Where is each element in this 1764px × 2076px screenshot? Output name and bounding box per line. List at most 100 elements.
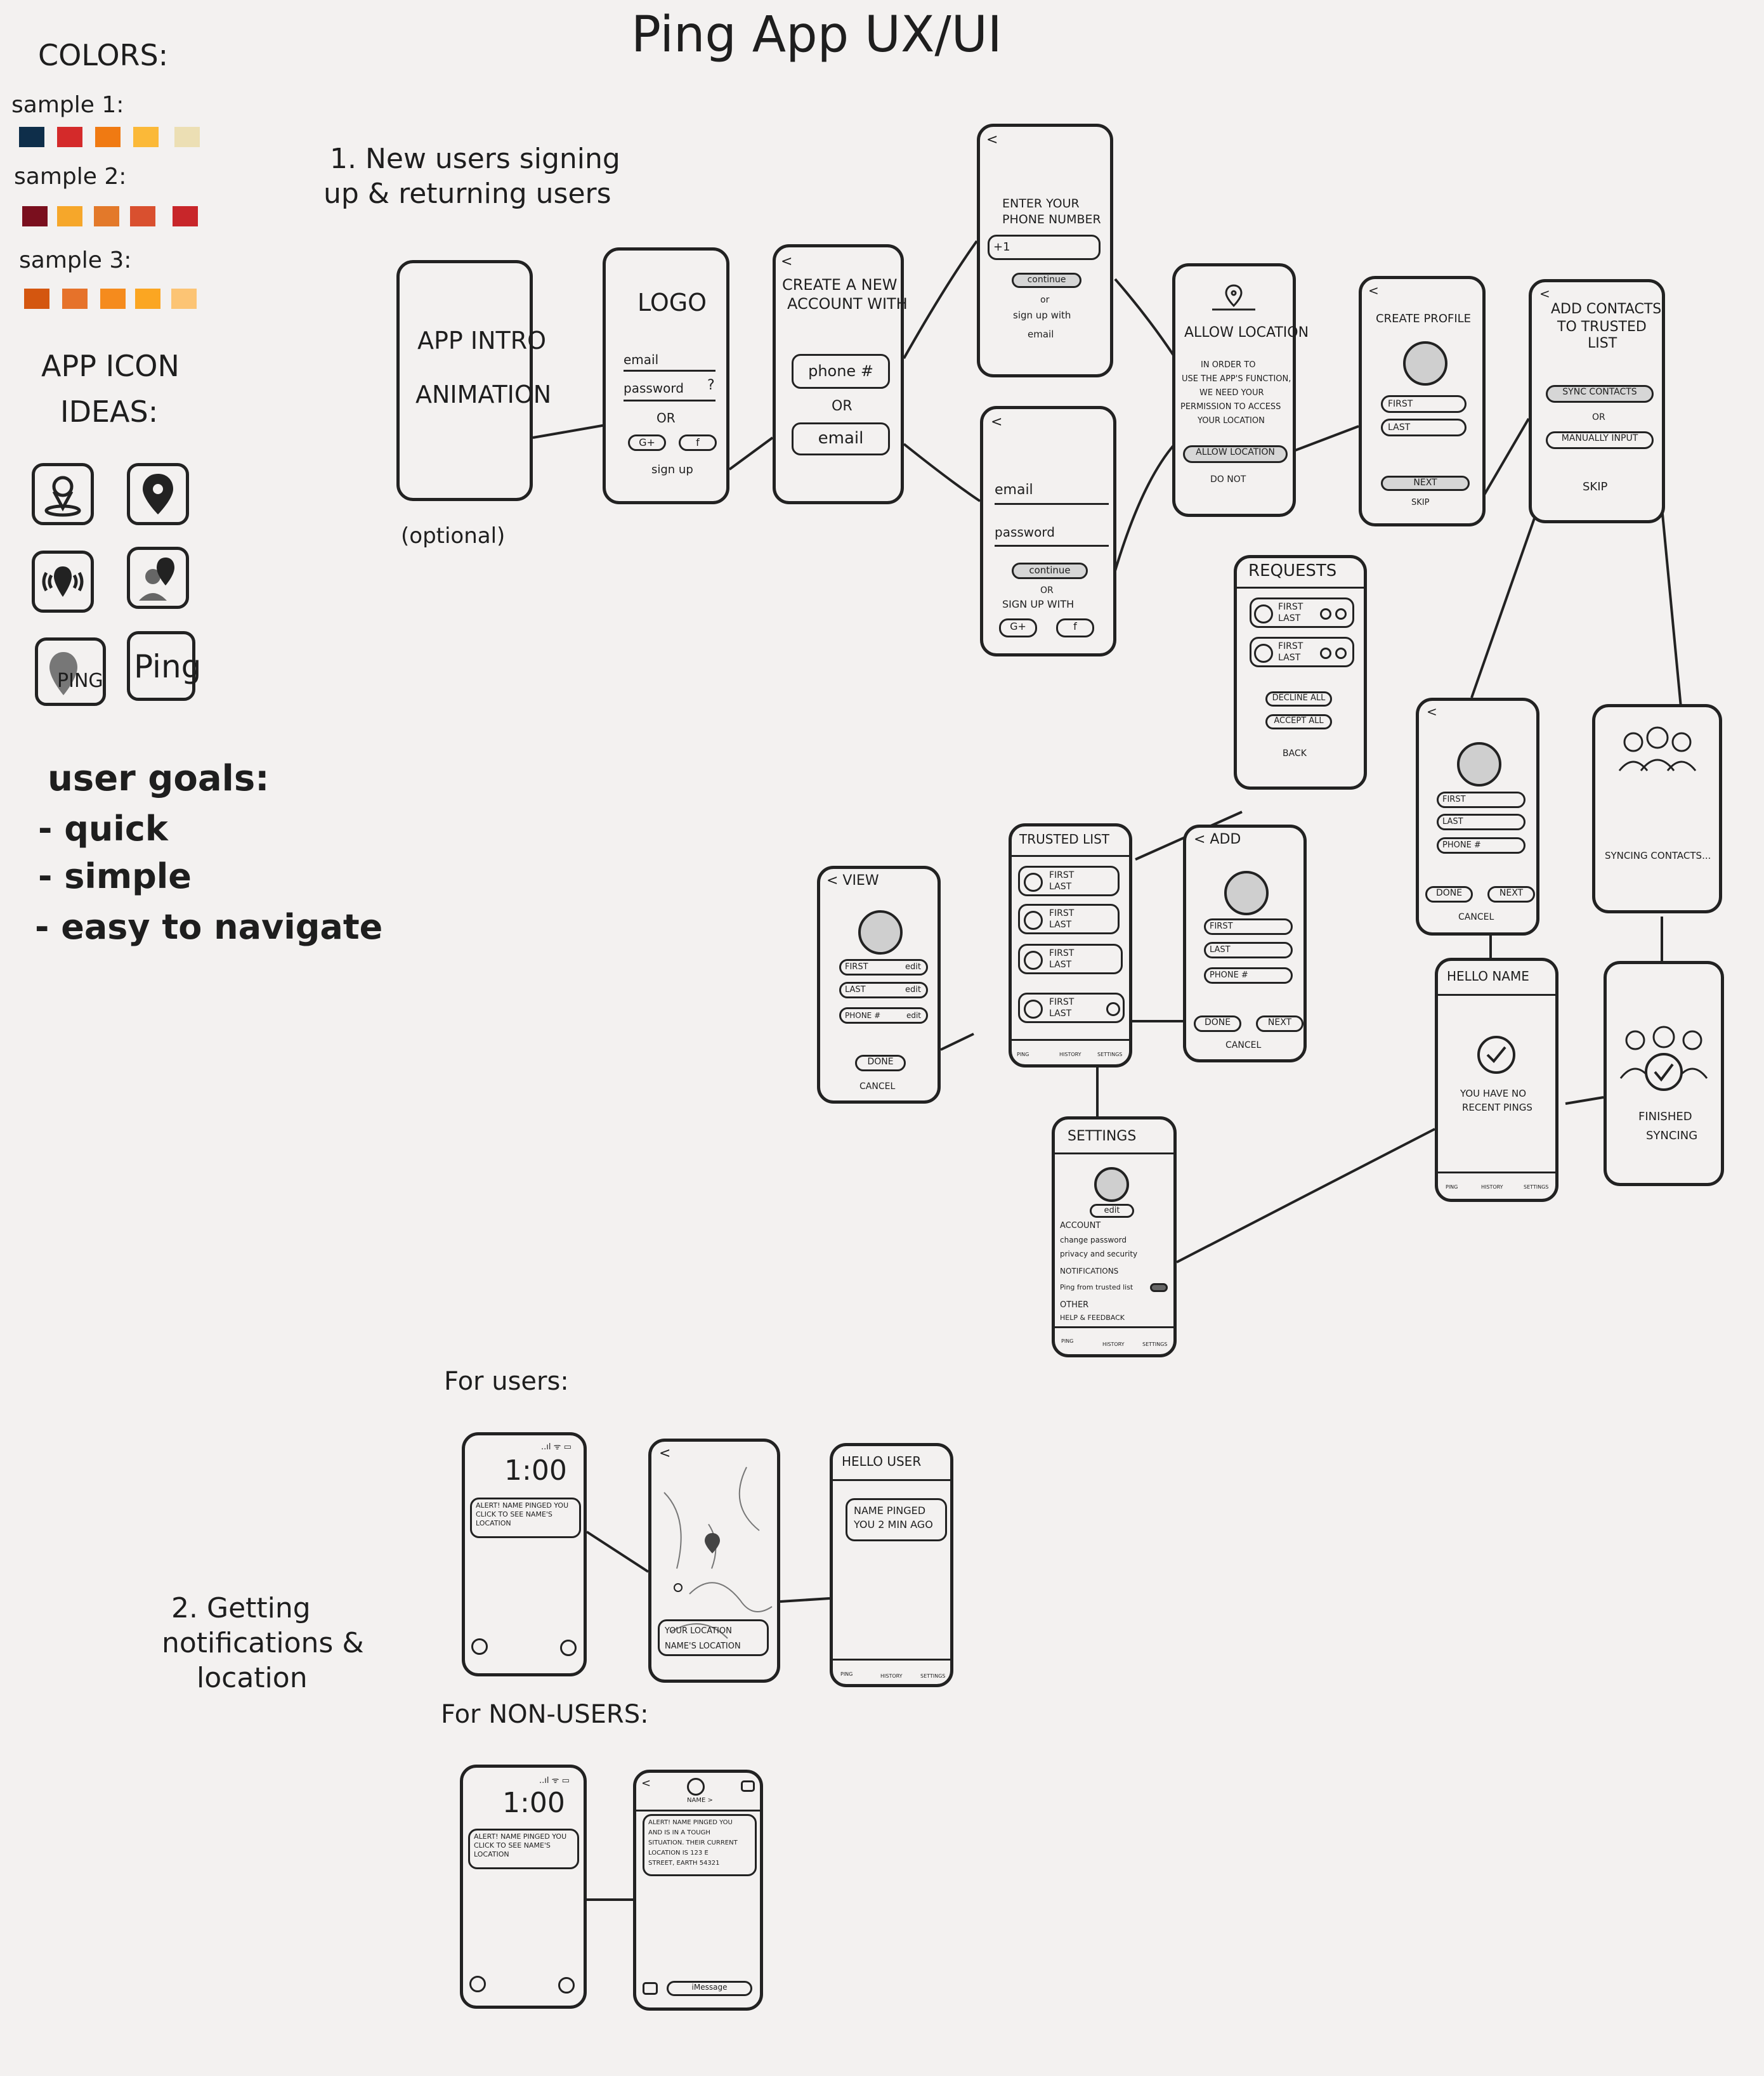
email-signup-link[interactable]: email	[1028, 329, 1054, 340]
ping-card[interactable]: NAME PINGED YOU 2 MIN AGO	[846, 1498, 947, 1541]
tab-settings[interactable]: SETTINGS	[1524, 1184, 1548, 1190]
request-row[interactable]: FIRST LAST	[1250, 597, 1354, 628]
decline-icon[interactable]	[1335, 648, 1347, 659]
edit-link[interactable]: edit	[905, 984, 921, 996]
done-button[interactable]: DONE	[1425, 886, 1473, 903]
edit-link[interactable]: edit	[906, 1009, 921, 1022]
last-name-field[interactable]: LAST	[1204, 942, 1293, 958]
camera-icon[interactable]	[560, 1640, 577, 1656]
tab-history[interactable]: HISTORY	[880, 1673, 903, 1679]
help-feedback-row[interactable]: HELP & FEEDBACK	[1060, 1314, 1125, 1322]
skip-link[interactable]: SKIP	[1583, 480, 1607, 493]
tab-ping[interactable]: PING	[1446, 1184, 1458, 1190]
tab-ping[interactable]: PING	[1017, 1052, 1029, 1057]
email-field[interactable]	[624, 370, 715, 372]
request-row[interactable]: FIRST LAST	[1250, 637, 1354, 667]
accept-icon[interactable]	[1320, 608, 1331, 620]
continue-button[interactable]: continue	[1012, 563, 1088, 579]
first-name-field[interactable]: FIRST	[1381, 395, 1467, 413]
back-icon[interactable]: <	[1368, 283, 1379, 298]
last-name-field[interactable]: LAST	[1437, 814, 1526, 830]
skip-link[interactable]: SKIP	[1411, 498, 1429, 507]
flashlight-icon[interactable]	[471, 1638, 488, 1655]
back-icon[interactable]: <	[641, 1777, 651, 1790]
apps-icon[interactable]	[643, 1982, 658, 1995]
next-button[interactable]: NEXT	[1487, 886, 1535, 903]
phone-field[interactable]: PHONE #	[1204, 967, 1293, 984]
first-name-field[interactable]: FIRST	[1437, 792, 1526, 808]
for-non-users-heading: For NON-USERS:	[441, 1700, 649, 1729]
tab-history[interactable]: HISTORY	[1102, 1342, 1125, 1347]
back-link[interactable]: BACK	[1283, 748, 1307, 759]
tab-settings[interactable]: SETTINGS	[1142, 1342, 1167, 1347]
video-call-icon[interactable]	[741, 1780, 755, 1792]
avatar[interactable]	[1457, 742, 1501, 787]
back-icon[interactable]: <	[986, 132, 998, 148]
contact-name[interactable]: NAME >	[687, 1797, 713, 1804]
phone-number-input[interactable]: +1	[988, 235, 1101, 260]
back-icon[interactable]: <	[1539, 286, 1550, 301]
phone-field[interactable]: PHONE #	[1437, 837, 1526, 854]
do-not-allow-button[interactable]: DO NOT	[1210, 474, 1246, 485]
sync-contacts-button[interactable]: SYNC CONTACTS	[1546, 385, 1654, 403]
last-name-field[interactable]: LASTedit	[839, 982, 928, 998]
camera-icon[interactable]	[558, 1977, 575, 1994]
your-location-row[interactable]: YOUR LOCATION	[665, 1624, 762, 1639]
back-icon[interactable]: <	[991, 414, 1002, 430]
cancel-link[interactable]: CANCEL	[1458, 912, 1494, 922]
password-field[interactable]	[995, 545, 1109, 547]
names-location-row[interactable]: NAME'S LOCATION	[665, 1639, 762, 1654]
notification-card[interactable]: ALERT! NAME PINGED YOU CLICK TO SEE NAME…	[470, 1498, 581, 1538]
cancel-link[interactable]: CANCEL	[1225, 1040, 1261, 1050]
tab-history[interactable]: HISTORY	[1481, 1184, 1503, 1190]
first-name-field[interactable]: FIRST	[1204, 918, 1293, 935]
cancel-link[interactable]: CANCEL	[859, 1081, 895, 1092]
phone-field[interactable]: PHONE #edit	[839, 1007, 928, 1024]
password-field[interactable]	[624, 400, 715, 401]
tab-history[interactable]: HISTORY	[1059, 1052, 1081, 1057]
decline-icon[interactable]	[1335, 608, 1347, 620]
edit-profile-button[interactable]: edit	[1090, 1204, 1134, 1218]
facebook-button[interactable]: f	[679, 434, 717, 451]
trusted-contact-row[interactable]: FIRST LAST	[1018, 866, 1120, 896]
continue-button[interactable]: continue	[1012, 273, 1081, 288]
toggle-switch[interactable]	[1150, 1283, 1168, 1292]
google-button[interactable]: G+	[628, 434, 666, 451]
back-icon[interactable]: <	[1427, 704, 1437, 719]
accept-icon[interactable]	[1320, 648, 1331, 659]
change-password-row[interactable]: change password	[1060, 1236, 1127, 1244]
tab-settings[interactable]: SETTINGS	[1097, 1052, 1122, 1057]
allow-location-button[interactable]: ALLOW LOCATION	[1183, 445, 1288, 463]
screen-lock-notification: ..ıl ᯤ ▭ 1:00 ALERT! NAME PINGED YOU CLI…	[462, 1432, 587, 1676]
email-field[interactable]	[995, 503, 1109, 505]
tab-settings[interactable]: SETTINGS	[920, 1673, 945, 1679]
first-name-field[interactable]: FIRSTedit	[839, 959, 928, 976]
sign-up-link[interactable]: sign up	[651, 463, 693, 476]
edit-link[interactable]: edit	[905, 961, 921, 974]
decline-all-button[interactable]: DECLINE ALL	[1265, 691, 1332, 707]
flashlight-icon[interactable]	[469, 1976, 486, 1992]
next-button[interactable]: NEXT	[1381, 476, 1470, 491]
email-signup-button[interactable]: email	[792, 422, 890, 455]
phone-signup-button[interactable]: phone #	[792, 354, 890, 389]
done-button[interactable]: DONE	[1194, 1015, 1241, 1032]
next-button[interactable]: NEXT	[1256, 1015, 1303, 1032]
notification-card[interactable]: ALERT! NAME PINGED YOU CLICK TO SEE NAME…	[468, 1829, 579, 1869]
google-button[interactable]: G+	[999, 618, 1037, 637]
trusted-contact-row[interactable]: FIRST LAST	[1018, 993, 1125, 1023]
tab-ping[interactable]: PING	[840, 1671, 853, 1677]
add-icon[interactable]	[1106, 1002, 1120, 1016]
avatar[interactable]	[1403, 341, 1447, 386]
accept-all-button[interactable]: ACCEPT ALL	[1265, 714, 1332, 729]
back-icon[interactable]: <	[781, 254, 792, 270]
facebook-button[interactable]: f	[1056, 618, 1094, 637]
trusted-contact-row[interactable]: FIRST LAST	[1018, 944, 1123, 974]
avatar[interactable]	[1224, 871, 1269, 915]
last-name-field[interactable]: LAST	[1381, 419, 1467, 436]
trusted-contact-row[interactable]: FIRST LAST	[1018, 904, 1120, 934]
done-button[interactable]: DONE	[855, 1055, 906, 1071]
privacy-row[interactable]: privacy and security	[1060, 1250, 1137, 1258]
manually-input-button[interactable]: MANUALLY INPUT	[1546, 431, 1654, 449]
tab-ping[interactable]: PING	[1061, 1338, 1073, 1344]
imessage-input[interactable]: iMessage	[667, 1981, 752, 1996]
